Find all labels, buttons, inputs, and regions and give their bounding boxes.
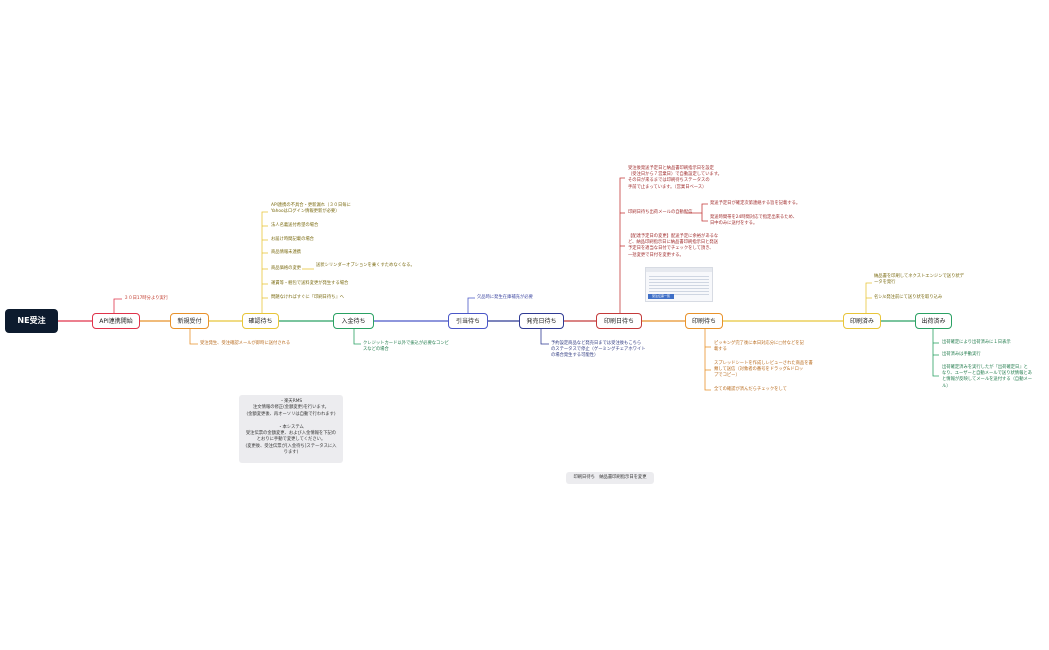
kakunin-note-2: お届け時間記載の場合 [271,237,314,242]
api-note: ３０日17時分より実行 [124,296,169,301]
insatsubi-note-mail-sub-1: 発送時間帯を24時間対応で指定出来るため、 日中のみに送付をする。 [710,215,798,227]
kakunin-note-0: API連携の不具合・更新漏れ（３０日毎に Yahooはログイン情報更新が必要） [271,203,351,215]
insatsu-note-2: 全ての確認が済んだらチェックをして [714,387,787,392]
stage-printed[interactable]: 印刷済み [843,313,881,329]
insatsubi-note-bottom: 【配達予定日の変更】配送予定に余裕があるな ど、納品印刷指示日に納品書印刷指示日… [628,234,719,258]
insatsu-note-0: ピッキング完了後に本日対応分に□付などを記 載する [714,341,804,353]
kakunin-note-5: 運賃等・梱包で送料変更が発生する場合 [271,281,349,286]
kakunin-note-3: 商品情報未連携 [271,250,302,255]
stage-new-order[interactable]: 新規受付 [170,313,209,329]
insatsubi-note-top: 受注後発送予定日と納品書印刷指示日を設定 （受注日から７営業日）で自動設定してい… [628,166,722,190]
insatsubi-note-mail-sub-0: 発送予定日が確定次第連絡する旨を記載する。 [710,201,801,206]
stage-awaiting-payment[interactable]: 入金待ち [333,313,374,329]
nyukin-note: クレジットカード以外で振込が必要なコンビ スなどの場合 [363,341,449,353]
stage-awaiting-check[interactable]: 確認待ち [242,313,279,329]
thumbnail-rows [649,274,709,295]
insatsuzumi-note-0: 納品書を印刷してネクストエンジンで送り状デ ータを発行 [874,274,964,286]
shukka-note-0: 出荷確定により出荷済みに１日表示 [942,340,1011,345]
kakunin-note-4: 商品価格の変更 [271,266,302,271]
insatsubi-note-mail: 印刷日待ち出荷メールの自動配信 [628,210,693,215]
insatsu-note-1: スプレッドシートを作成しレビューされた商品を書 類して送信（対象者の番号をドラッ… [714,361,813,379]
shukka-note-2: 出荷確定済みを実行したが『出荷確定日』と なり、ユーザーと自動メールで送り状情報… [942,365,1033,389]
root-node[interactable]: NE受注 [5,309,58,333]
hikiate-note: 欠品時に発生在庫補充が必要 [477,295,533,300]
kakunin-note-1: 法人名義送付希望の場合 [271,223,319,228]
print-date-label: 印刷日待ち 納品書印刷指示日を変更 [566,472,654,484]
stage-awaiting-print[interactable]: 印刷待ち [685,313,723,329]
stage-shipped[interactable]: 出荷済み [915,313,952,329]
stage-awaiting-allocation[interactable]: 引当待ち [448,313,488,329]
rms-instruction-box: ・楽天RMS 注文情報の修正(金額変更)を行います。 (金額変更後、再オーソリは… [239,395,343,463]
thumbnail-header [646,268,712,272]
order-list-thumbnail: 受注伝票一覧 [645,267,713,302]
thumbnail-highlight: 受注伝票一覧 [648,294,674,299]
hatsubai-note: 予約設定商品など発売日までは受注後もこちら のステータスで停止（ゲーミングチェア… [551,341,646,359]
stage-awaiting-print-date[interactable]: 印刷日待ち [596,313,642,329]
insatsuzumi-note-1: 名シ/ε発注前にて送り状を取り込み [874,295,943,300]
shukka-note-1: 出荷済みは手動実行 [942,352,981,357]
stage-api-start[interactable]: API連携開始 [92,313,140,329]
shinki-note: 受注発生、受注確認メールが即時に送付される [200,341,291,346]
kakunin-note-6: 問題なければすぐに『印刷日待ち』へ [271,295,345,300]
kakunin-note-4-sub: 送状シリンダーオプションを乗くすためなくなる。 [316,263,415,268]
stage-awaiting-release[interactable]: 発売日待ち [519,313,564,329]
